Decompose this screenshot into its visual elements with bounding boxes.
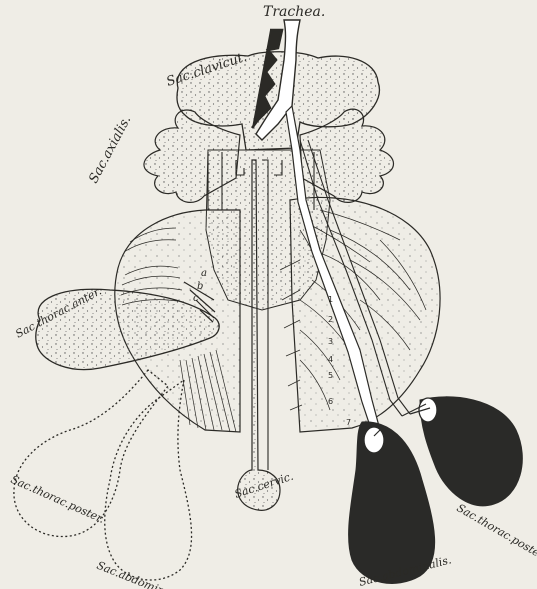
bronchus-number-5: 5 [328,371,333,380]
bronchus-number-3: 3 [328,337,333,346]
bronchus-number-1: 1 [328,295,333,304]
label-trachea: Trachea. [263,4,325,20]
letter-a: a [201,268,207,279]
abdominal-sac-ostium [364,427,384,453]
bronchus-number-7: 7 [346,418,351,427]
label-sac-thorac-poster-right: Sac.thorac.poster. [455,501,537,563]
right-abdominal-sac [349,422,435,584]
bronchus-number-6: 6 [328,397,333,406]
label-sac-abdominalis-left: Sac.abdominalis. [95,559,188,589]
bronchus-number-4: 4 [328,355,333,364]
letter-b: b [197,281,203,292]
letter-c: c [193,293,199,304]
label-sac-axialis: Sac.axialis. [86,113,134,186]
bronchus-number-2: 2 [328,315,333,324]
label-sac-thorac-poster-left: Sac.thorac.poster. [9,473,107,526]
